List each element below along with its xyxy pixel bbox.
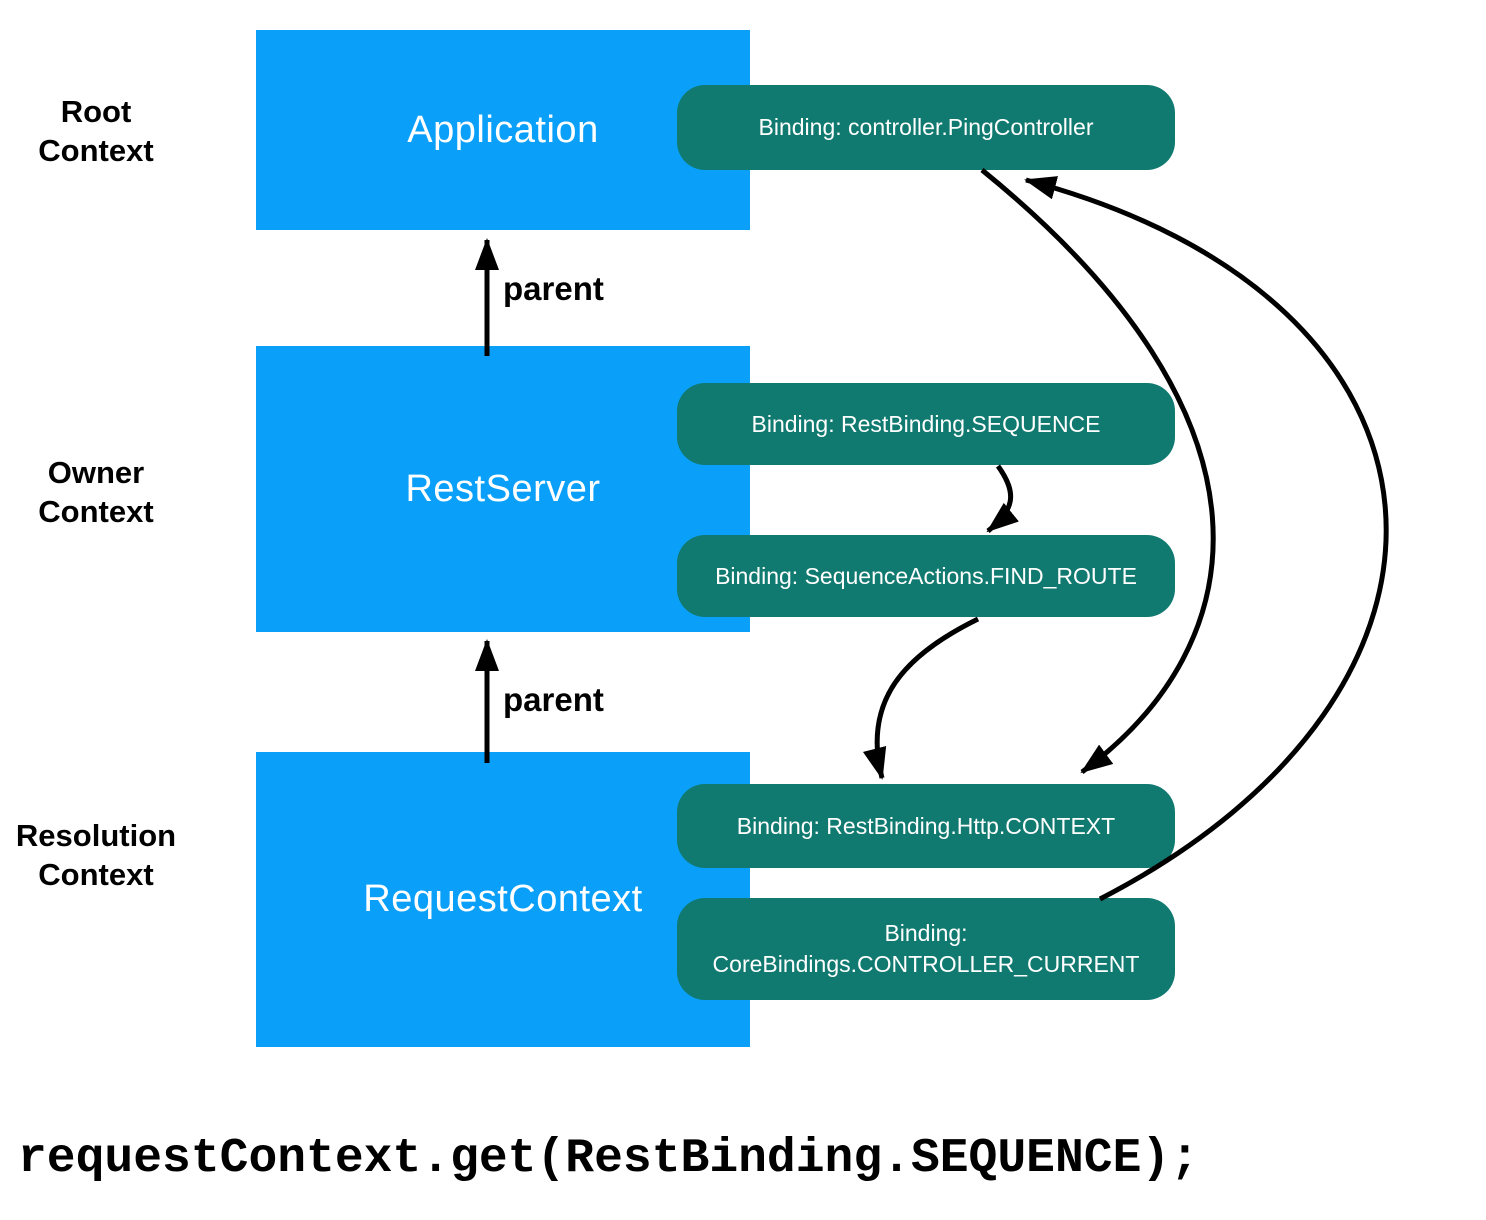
binding-pill-rest-sequence-label: Binding: RestBinding.SEQUENCE (751, 410, 1101, 437)
root-context-label-line1: Root (60, 94, 132, 129)
resolution-context-label-line1: Resolution (15, 818, 177, 853)
binding-pill-http-context: Binding: RestBinding.Http.CONTEXT (677, 784, 1175, 868)
edge-sequence-to-findroute (986, 464, 1019, 533)
parent-edge-label-1: parent (503, 270, 604, 307)
root-context-label: Root Context (0, 92, 192, 170)
binding-pill-rest-sequence: Binding: RestBinding.SEQUENCE (677, 383, 1175, 465)
binding-pill-controller-current-line1: Binding: (884, 920, 968, 946)
owner-context-label: Owner Context (0, 453, 192, 531)
root-context-label-line2: Context (38, 133, 154, 168)
binding-pill-find-route-label: Binding: SequenceActions.FIND_ROUTE (715, 562, 1137, 589)
binding-pill-http-context-label: Binding: RestBinding.Http.CONTEXT (736, 812, 1116, 839)
context-box-requestcontext-label: RequestContext (363, 878, 643, 920)
edge-pingcontroller-to-httpcontext (980, 168, 1216, 775)
binding-pill-ping-controller-label: Binding: controller.PingController (758, 114, 1094, 140)
context-box-restserver-label: RestServer (405, 467, 601, 510)
context-box-application: Application (256, 30, 750, 230)
resolution-context-label-line2: Context (38, 857, 154, 892)
context-box-restserver: RestServer (256, 346, 750, 632)
resolution-context-label: Resolution Context (0, 816, 192, 894)
owner-context-label-line2: Context (38, 494, 154, 529)
parent-edge-label-2: parent (503, 681, 604, 718)
context-box-requestcontext: RequestContext (256, 752, 750, 1047)
binding-pill-ping-controller: Binding: controller.PingController (677, 85, 1175, 170)
owner-context-label-line1: Owner (47, 455, 145, 490)
binding-pill-controller-current-line2: CoreBindings.CONTROLLER_CURRENT (712, 951, 1140, 977)
binding-pill-controller-current: Binding: CoreBindings.CONTROLLER_CURRENT (677, 898, 1175, 1000)
edge-findroute-to-httpcontext (862, 616, 980, 780)
binding-pill-find-route: Binding: SequenceActions.FIND_ROUTE (677, 535, 1175, 617)
context-box-application-label: Application (407, 108, 599, 151)
code-caption: requestContext.get(RestBinding.SEQUENCE)… (18, 1132, 1199, 1186)
